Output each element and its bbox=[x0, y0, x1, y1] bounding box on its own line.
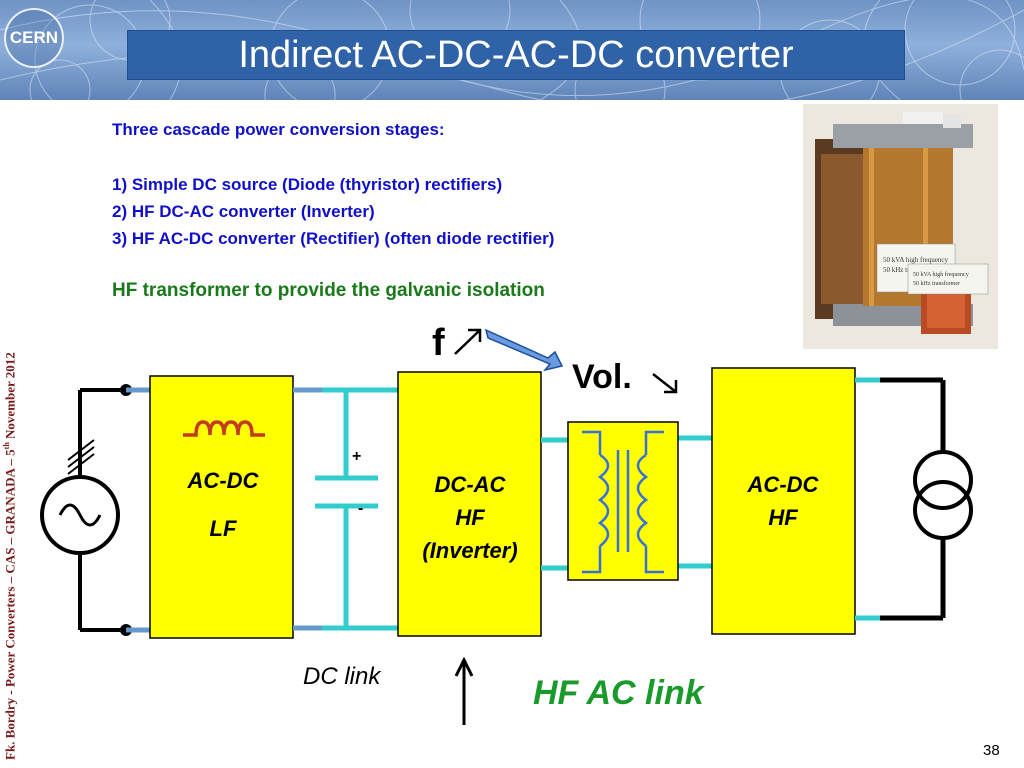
decrease-arrow-icon bbox=[652, 373, 678, 394]
dc-link-label: DC link bbox=[303, 663, 381, 690]
inductor-icon bbox=[183, 420, 265, 437]
block-dc-ac-hf bbox=[397, 371, 542, 637]
up-arrow-icon bbox=[454, 656, 474, 725]
photo-label-3: 50 kVA high frequency bbox=[913, 271, 969, 278]
intro-text: Three cascade power conversion stages: bbox=[112, 120, 445, 139]
hf-ac-link-label: HF AC link bbox=[533, 674, 704, 712]
capacitor-plus-label: + bbox=[352, 448, 362, 465]
block3-label-line2: HF bbox=[768, 505, 798, 530]
stage-item-3: 3) HF AC-DC converter (Rectifier) (often… bbox=[112, 229, 555, 248]
photo-label-4: 50 kHz transformer bbox=[913, 280, 960, 287]
slide-title: Indirect AC-DC-AC-DC converter bbox=[238, 34, 794, 76]
cern-logo: CERN bbox=[4, 8, 64, 68]
increase-arrow-icon bbox=[454, 328, 482, 355]
page-number: 38 bbox=[983, 742, 1000, 759]
block1-label-line1: AC-DC bbox=[187, 468, 259, 493]
three-phase-marker-icon bbox=[67, 439, 95, 475]
header-banner: CERN Indirect AC-DC-AC-DC converter bbox=[0, 0, 1024, 100]
capacitor-minus-label: - bbox=[358, 500, 364, 517]
frequency-control-arrow-icon bbox=[484, 328, 564, 372]
voltage-label: Vol. bbox=[572, 358, 632, 396]
block2-label-line2: HF bbox=[455, 505, 485, 530]
transformer-icon bbox=[582, 430, 664, 574]
block2-label-line1: DC-AC bbox=[434, 472, 506, 497]
block2-label-line3: (Inverter) bbox=[422, 538, 518, 563]
frequency-label: f bbox=[432, 322, 445, 364]
stage-item-2: 2) HF DC-AC converter (Inverter) bbox=[112, 202, 375, 221]
block-ac-dc-hf bbox=[711, 367, 856, 635]
stage-item-1: 1) Simple DC source (Diode (thyristor) r… bbox=[112, 175, 503, 194]
block1-label-line2: LF bbox=[209, 516, 237, 541]
block-ac-dc-lf bbox=[149, 375, 294, 639]
photo-label-1: 50 kVA high frequency bbox=[883, 256, 948, 264]
block3-label-line1: AC-DC bbox=[747, 472, 819, 497]
transformer-photo: 50 kVA high frequency 50 kHz transformer… bbox=[803, 104, 998, 349]
title-box: Indirect AC-DC-AC-DC converter bbox=[127, 30, 905, 80]
ac-source-icon bbox=[40, 475, 120, 555]
converter-diagram bbox=[40, 328, 973, 725]
current-source-icon bbox=[913, 450, 973, 540]
hf-transformer-block bbox=[567, 421, 679, 581]
isolation-note: HF transformer to provide the galvanic i… bbox=[112, 280, 545, 301]
transformer-illustration: 50 kVA high frequency 50 kHz transformer… bbox=[815, 112, 989, 334]
